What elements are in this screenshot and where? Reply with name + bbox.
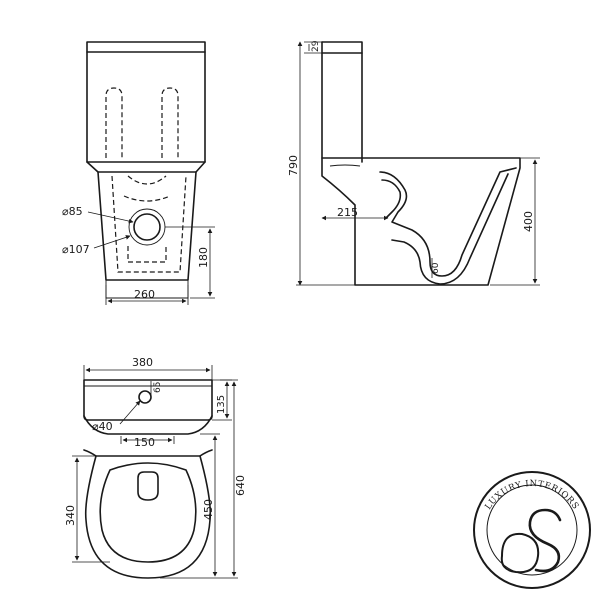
pan-body (86, 161, 206, 281)
top-tank-base (83, 415, 213, 435)
luxury-interiors-logo: LUXURY INTERIORS (473, 471, 591, 589)
dim-seat-width: 340 (64, 505, 77, 526)
dim-total-length: 640 (234, 475, 247, 496)
tank-lid (86, 41, 206, 53)
top-view: 380 65 ⌀40 135 150 340 (64, 356, 247, 579)
tank-fitting-right (161, 87, 179, 158)
logo-loop-mark (500, 532, 540, 574)
side-view: 29 790 215 400 60 (287, 40, 540, 286)
waterway (137, 471, 159, 501)
dim-fixing-spacing: 150 (134, 436, 155, 449)
logo-inner-ring (486, 484, 578, 576)
dim-width-base: 260 (134, 288, 155, 301)
side-tank (321, 41, 363, 163)
dim-tank-depth: 135 (216, 395, 227, 414)
dim-outlet-offset: 215 (337, 206, 358, 219)
trap-path-outer (379, 167, 517, 277)
dim-bowl-height: 400 (522, 211, 535, 232)
flush-button (138, 390, 152, 404)
dim-diameter-outlet: ⌀85 (62, 205, 83, 218)
side-seat-edge (329, 164, 361, 167)
outlet-pipe (127, 246, 167, 263)
bowl-outer (84, 455, 212, 579)
trap-outline (111, 175, 187, 273)
dim-overall-width: 380 (132, 356, 153, 369)
dim-diameter-flange: ⌀107 (62, 243, 90, 256)
bowl-top-edge (83, 449, 213, 457)
dim-trap: 60 (431, 262, 441, 274)
fixing-points (120, 436, 175, 444)
logo-s-mark (528, 508, 562, 573)
front-view: ⌀85 ⌀107 180 260 (62, 41, 215, 305)
trap-path-inner (381, 173, 509, 285)
seat-inner (99, 462, 197, 563)
bowl-inner-2 (123, 195, 171, 202)
side-pan (321, 157, 521, 286)
dim-flush-button-diameter: ⌀40 (92, 420, 113, 433)
logo-outer-ring (473, 471, 591, 589)
tank-body (86, 51, 206, 163)
dim-total-height: 790 (287, 155, 300, 176)
dim-bowl-length: 450 (202, 499, 215, 520)
dim-flush-button-offset: 65 (153, 382, 163, 393)
tank-fitting-left (105, 87, 123, 158)
dim-height-outlet: 180 (197, 247, 210, 268)
dim-lid-height: 29 (311, 40, 321, 52)
outlet-circle-85 (133, 213, 161, 241)
bowl-inner (127, 175, 167, 185)
